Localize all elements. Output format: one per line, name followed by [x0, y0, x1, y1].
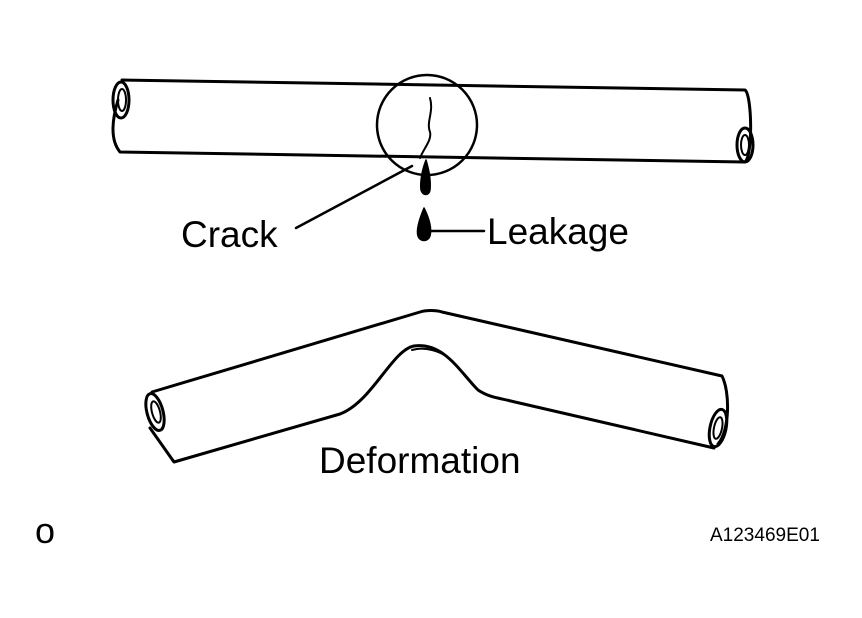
leak-drip [421, 160, 431, 195]
deformation-label: Deformation [319, 440, 521, 481]
deformation-crease [412, 349, 446, 356]
cracked-hose-body [113, 80, 751, 162]
crack-line [420, 98, 431, 158]
crack-highlight-circle [377, 75, 477, 175]
deformed-hose-right-opening [706, 408, 730, 448]
corner-mark: o [35, 510, 56, 551]
deformed-hose [142, 311, 729, 463]
crack-label: Crack [181, 214, 278, 255]
cracked-hose [113, 80, 753, 162]
cracked-hose-right-opening [737, 128, 753, 162]
cracked-hose-left-opening [113, 82, 129, 118]
crack-leader-line [296, 166, 412, 228]
figure-code: A123469E01 [710, 525, 820, 546]
deformed-hose-left-opening [142, 392, 167, 433]
leakage-label: Leakage [487, 211, 629, 252]
leak-drop [417, 208, 430, 241]
